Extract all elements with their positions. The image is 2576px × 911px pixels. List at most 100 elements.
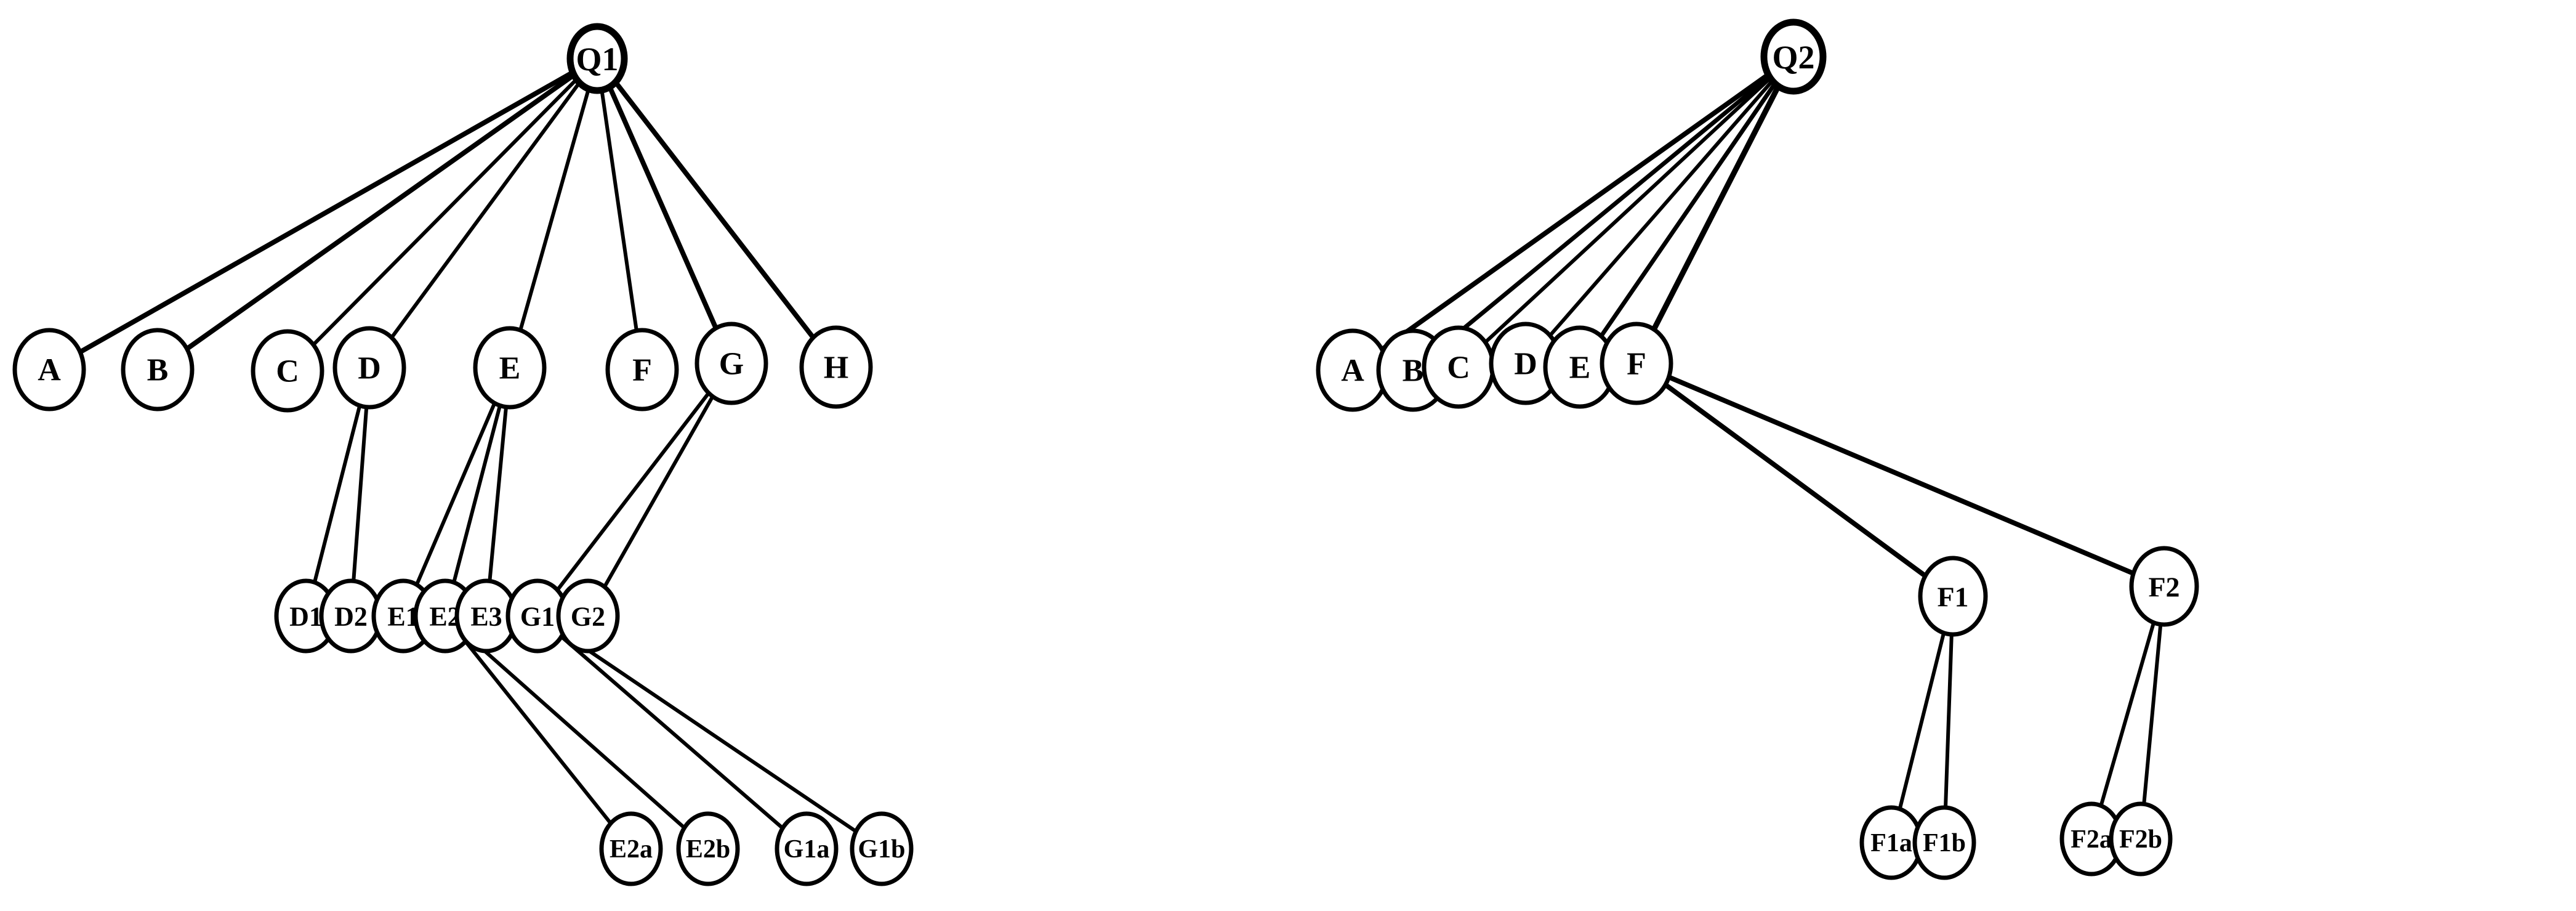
tree-node-G[interactable]: G — [694, 322, 768, 405]
node-circle[interactable] — [1912, 805, 1976, 880]
tree-edge — [390, 81, 582, 340]
tree-node-F2[interactable]: F2 — [2129, 546, 2199, 627]
node-label: F1a — [1870, 829, 1912, 857]
tree-node-D[interactable]: D — [332, 326, 406, 410]
node-label: G1b — [858, 835, 905, 864]
node-label: A — [38, 353, 61, 388]
node-circle[interactable] — [473, 326, 547, 410]
node-label: B — [1403, 354, 1424, 389]
tree-node-G1b[interactable]: G1b — [850, 811, 914, 886]
tree-edge — [467, 635, 686, 830]
node-label: E2a — [610, 835, 653, 864]
tree-node-C[interactable]: C — [1422, 325, 1495, 409]
tree-node-Q1[interactable]: Q1 — [566, 23, 628, 94]
tree-node-E[interactable]: E — [473, 326, 547, 410]
node-label: F — [632, 353, 652, 388]
tree-edge — [312, 403, 362, 585]
tree-edge — [1666, 375, 2136, 576]
node-label: E — [499, 351, 521, 386]
tree-node-A[interactable]: A — [12, 328, 86, 411]
tree-node-E2b[interactable]: E2b — [676, 811, 740, 886]
node-circle[interactable] — [12, 328, 86, 411]
tree-edge — [414, 401, 497, 587]
tree-edge — [607, 84, 718, 331]
tree-node-F[interactable]: F — [605, 328, 679, 411]
node-circle[interactable] — [2129, 546, 2199, 627]
edges-layer — [78, 70, 2163, 833]
tree-node-G2[interactable]: G2 — [556, 578, 620, 654]
node-circle[interactable] — [799, 325, 873, 409]
tree-edge — [352, 405, 369, 583]
tree-edge — [613, 79, 816, 341]
node-circle[interactable] — [850, 811, 914, 886]
tree-edge — [1663, 382, 1928, 578]
tree-node-E2a[interactable]: E2a — [599, 811, 663, 886]
tree-node-A[interactable]: A — [1316, 328, 1390, 412]
tree-edge — [555, 391, 711, 592]
node-label: E — [1569, 350, 1591, 386]
tree-edge — [312, 77, 579, 347]
tree-node-F1b[interactable]: F1b — [1912, 805, 1976, 880]
node-circle[interactable] — [566, 23, 628, 94]
node-circle[interactable] — [605, 328, 679, 411]
tree-node-Q2[interactable]: Q2 — [1760, 18, 1827, 95]
tree-node-F2a[interactable]: F2a — [2059, 801, 2123, 877]
node-circle[interactable] — [1760, 18, 1827, 95]
node-circle[interactable] — [775, 811, 839, 886]
node-circle[interactable] — [332, 326, 406, 410]
tree-node-G1[interactable]: G1 — [505, 578, 570, 654]
tree-edge — [452, 403, 502, 585]
tree-edge — [78, 70, 576, 355]
node-label: E3 — [470, 602, 502, 632]
tree-node-E[interactable]: E — [1543, 325, 1617, 409]
node-label: G — [719, 347, 744, 382]
tree-edge — [184, 72, 577, 352]
tree-node-F2b[interactable]: F2b — [2109, 801, 2173, 877]
tree-node-H[interactable]: H — [799, 325, 873, 409]
tree-edge — [1898, 631, 1946, 811]
tree-edge — [1548, 79, 1774, 338]
node-label: F — [1627, 347, 1646, 382]
node-label: G1a — [784, 835, 830, 864]
node-circle[interactable] — [1918, 556, 1988, 637]
tree-node-F1[interactable]: F1 — [1918, 556, 1988, 637]
node-circle[interactable] — [2109, 801, 2173, 877]
tree-node-F1a[interactable]: F1a — [1859, 805, 1923, 880]
tree-edge — [1483, 76, 1773, 344]
node-label: D1 — [289, 602, 323, 632]
tree-edge — [2142, 622, 2163, 806]
tree-edge — [1438, 74, 1772, 350]
tree-edge — [561, 631, 858, 833]
tree-edge — [1379, 72, 1771, 352]
tree-node-G1a[interactable]: G1a — [775, 811, 839, 886]
node-label: Q1 — [576, 41, 618, 78]
node-circle[interactable] — [121, 328, 195, 411]
node-label: E2b — [686, 835, 730, 864]
node-circle[interactable] — [1600, 322, 1673, 405]
tree-edge — [1599, 81, 1777, 339]
node-label: F2b — [2119, 825, 2162, 854]
tree-node-B[interactable]: B — [121, 328, 195, 411]
node-circle[interactable] — [694, 322, 768, 405]
tree-edge — [602, 394, 715, 589]
tree-node-C[interactable]: C — [251, 329, 324, 413]
node-label: D — [1514, 347, 1537, 382]
node-label: F2 — [2148, 572, 2180, 603]
tree-edge — [559, 634, 785, 830]
node-circle[interactable] — [556, 578, 620, 654]
node-circle[interactable] — [251, 329, 324, 413]
node-label: A — [1341, 354, 1364, 389]
tree-edge — [488, 405, 508, 583]
node-label: F1 — [1937, 581, 1968, 613]
tree-edge — [600, 88, 638, 333]
node-circle[interactable] — [676, 811, 740, 886]
tree-node-F[interactable]: F — [1600, 322, 1673, 405]
node-label: H — [824, 350, 848, 386]
tree-edge — [2099, 620, 2156, 808]
node-label: G2 — [571, 602, 605, 632]
node-label: B — [147, 353, 169, 388]
node-circle[interactable] — [599, 811, 663, 886]
